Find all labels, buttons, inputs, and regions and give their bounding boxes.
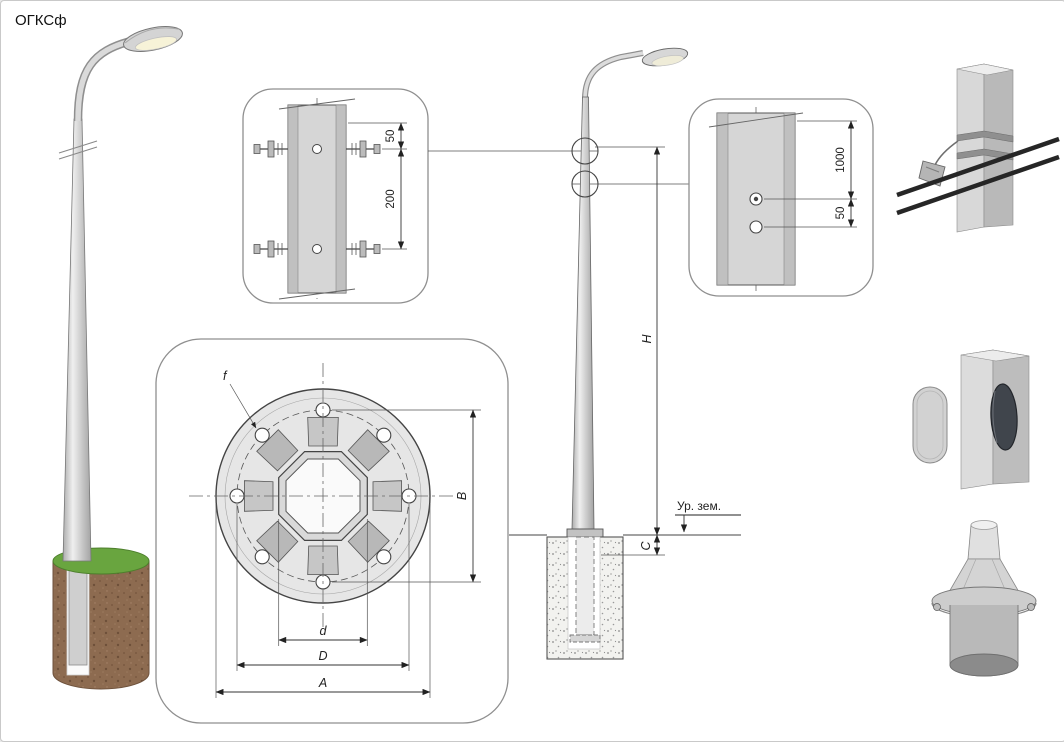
clamp-link bbox=[934, 140, 959, 166]
hand-hole-opening bbox=[990, 383, 1018, 451]
page-title: ОГКСф bbox=[15, 12, 67, 29]
embedded-pole-dashed bbox=[575, 536, 595, 636]
flange-plan-panel: f B d D A bbox=[155, 338, 509, 724]
pole-top-face bbox=[960, 349, 1030, 362]
dim-label-d: d bbox=[320, 624, 328, 638]
ground-level-label: Ур. зем. bbox=[677, 499, 721, 513]
skirt-bottom-opening bbox=[949, 653, 1019, 677]
photo-hand-hole bbox=[912, 349, 1030, 490]
pole-arm-inner bbox=[75, 38, 132, 122]
cable bbox=[896, 136, 1060, 198]
leader-line-f bbox=[229, 383, 257, 429]
break-mark bbox=[58, 140, 98, 154]
cable bbox=[896, 154, 1060, 216]
photo-base-flange bbox=[931, 520, 1037, 677]
dim-label-50: 50 bbox=[385, 130, 397, 143]
pole-face-right bbox=[983, 63, 1014, 228]
base-plate bbox=[566, 528, 604, 538]
hole-detail-panel: 1000 50 bbox=[688, 98, 874, 297]
dim-label-1000: 1000 bbox=[835, 147, 847, 173]
dim-label-50: 50 bbox=[835, 207, 847, 220]
pole-face-left bbox=[956, 63, 985, 233]
clamp-detail-panel: 50 200 bbox=[242, 88, 429, 304]
dim-label-H: H bbox=[640, 334, 654, 344]
break-mark bbox=[278, 288, 356, 300]
opening-highlight bbox=[992, 390, 998, 444]
pole-3d-render bbox=[52, 26, 183, 690]
dim-label-C: C bbox=[639, 541, 653, 551]
dim-label-B: B bbox=[455, 492, 469, 500]
cover-plate-inner bbox=[916, 390, 944, 460]
embedded-pole-section bbox=[68, 558, 88, 666]
dim-label-f: f bbox=[223, 369, 228, 383]
luminaire-head-icon bbox=[123, 26, 183, 52]
break-mark bbox=[278, 98, 356, 110]
pole-face-left bbox=[960, 349, 994, 490]
dim-label-200: 200 bbox=[385, 189, 397, 208]
luminaire-head-icon bbox=[641, 47, 689, 67]
pole-shaft bbox=[571, 96, 595, 530]
mounting-band bbox=[956, 148, 1014, 161]
photo-cable-clamp bbox=[896, 63, 1060, 233]
stub-top-opening bbox=[970, 520, 998, 530]
wedge-clamp-groove bbox=[925, 166, 940, 173]
embedded-base-plate-dashed bbox=[569, 634, 601, 643]
cover-plate bbox=[912, 386, 948, 464]
detail-marker-circle-lower bbox=[571, 170, 599, 198]
pole-arm-inner bbox=[583, 51, 644, 100]
dim-label-D: D bbox=[318, 649, 327, 663]
bolt-row-lower bbox=[253, 240, 381, 258]
bolt-pin-center bbox=[753, 196, 759, 202]
break-mark bbox=[58, 146, 98, 160]
break-mark bbox=[708, 112, 804, 128]
detail-marker-circle-upper bbox=[571, 137, 599, 165]
pole-shaft bbox=[62, 118, 92, 562]
pole-edge-strip bbox=[716, 112, 729, 286]
bolt-row-upper bbox=[253, 140, 381, 158]
pole-elevation: Ур. зем. H C bbox=[428, 47, 741, 660]
pole-top-face bbox=[956, 63, 1014, 76]
pole-stub bbox=[967, 524, 1001, 560]
plain-hole bbox=[749, 220, 763, 234]
dim-label-A: A bbox=[318, 676, 327, 690]
pole-edge-strip bbox=[287, 104, 299, 294]
pole-edge-strip bbox=[335, 104, 347, 294]
